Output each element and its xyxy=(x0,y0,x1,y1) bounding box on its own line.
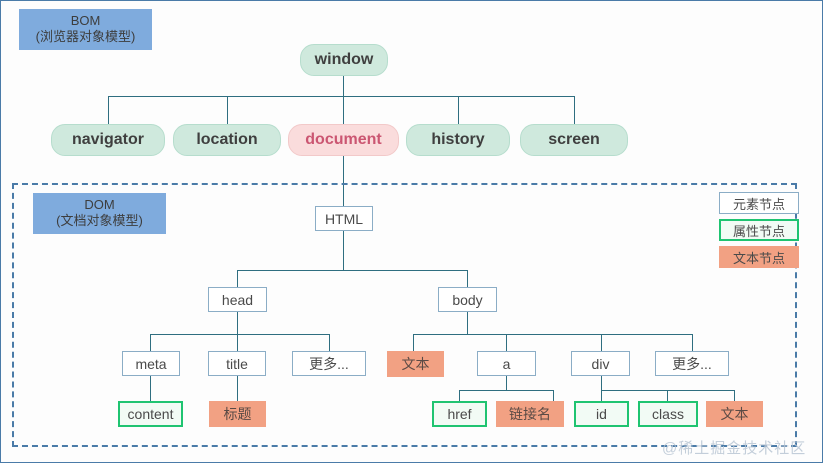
legend-attribute-node: 属性节点 xyxy=(719,219,799,241)
bom-node-document-label: document xyxy=(305,131,382,148)
dom-node-html-label: HTML xyxy=(324,210,364,227)
connector-html-bus xyxy=(237,270,468,271)
bom-node-screen[interactable]: screen xyxy=(520,124,628,156)
dom-node-div-text[interactable]: 文本 xyxy=(706,401,763,427)
bom-node-navigator-label: navigator xyxy=(71,131,144,148)
dom-node-html[interactable]: HTML xyxy=(315,206,373,231)
dom-node-div-text-label: 文本 xyxy=(720,406,749,422)
connector-to-screen xyxy=(574,96,575,124)
connector-to-class xyxy=(667,390,668,401)
connector-to-location xyxy=(227,96,228,124)
bom-node-location[interactable]: location xyxy=(173,124,281,156)
connector-title-to-text xyxy=(237,376,238,401)
dom-label-line1: DOM xyxy=(84,197,115,212)
connector-html-stem xyxy=(343,231,344,270)
bom-section-label: BOM (浏览器对象模型) xyxy=(19,9,152,50)
dom-node-body-label: body xyxy=(452,291,483,308)
dom-node-head-label: head xyxy=(221,291,254,308)
dom-node-a-label: a xyxy=(502,355,511,372)
connector-head-stem xyxy=(237,312,238,334)
dom-node-link-text[interactable]: 链接名 xyxy=(496,401,564,427)
connector-body-bus xyxy=(413,334,692,335)
connector-to-div-text xyxy=(734,390,735,401)
bom-node-window-label: window xyxy=(314,51,374,68)
dom-node-id-attribute[interactable]: id xyxy=(574,401,629,427)
legend-attribute-node-label: 属性节点 xyxy=(732,223,785,239)
bom-node-location-label: location xyxy=(196,131,258,148)
dom-node-head-more-label: 更多... xyxy=(309,355,349,372)
connector-to-head xyxy=(237,270,238,287)
connector-to-head-more xyxy=(329,334,330,351)
bom-node-window[interactable]: window xyxy=(300,44,388,76)
dom-node-title[interactable]: title xyxy=(208,351,266,376)
dom-node-href-attribute[interactable]: href xyxy=(432,401,487,427)
dom-label-line2: (文档对象模型) xyxy=(56,213,143,229)
watermark: @稀土掘金技术社区 xyxy=(662,440,807,457)
bom-node-history[interactable]: history xyxy=(406,124,510,156)
dom-node-head-more[interactable]: 更多... xyxy=(292,351,366,376)
bom-label-line1: BOM xyxy=(70,13,101,28)
connector-a-bus xyxy=(459,390,553,391)
dom-node-href-label: href xyxy=(447,406,472,422)
connector-div-stem xyxy=(601,376,602,390)
bom-node-screen-label: screen xyxy=(548,131,600,148)
dom-node-title-text-label: 标题 xyxy=(223,406,252,422)
connector-to-history xyxy=(458,96,459,124)
connector-to-a xyxy=(506,334,507,351)
connector-to-title xyxy=(237,334,238,351)
connector-to-body xyxy=(467,270,468,287)
bom-node-document[interactable]: document xyxy=(288,124,399,156)
connector-window-bus xyxy=(108,96,575,97)
dom-node-div-label: div xyxy=(591,355,610,372)
connector-to-div xyxy=(601,334,602,351)
connector-to-body-more xyxy=(692,334,693,351)
legend-element-node: 元素节点 xyxy=(719,192,799,214)
connector-to-id xyxy=(601,390,602,401)
dom-node-meta-label: meta xyxy=(135,355,167,372)
connector-to-href xyxy=(459,390,460,401)
legend-text-node-label: 文本节点 xyxy=(732,250,785,266)
dom-node-class-attribute[interactable]: class xyxy=(638,401,698,427)
connector-body-stem xyxy=(467,312,468,334)
dom-node-meta[interactable]: meta xyxy=(122,351,180,376)
dom-node-body-more[interactable]: 更多... xyxy=(655,351,729,376)
connector-to-document xyxy=(343,96,344,124)
bom-label-line2: (浏览器对象模型) xyxy=(35,29,136,45)
dom-node-a[interactable]: a xyxy=(477,351,536,376)
connector-to-meta xyxy=(150,334,151,351)
legend-element-node-label: 元素节点 xyxy=(732,196,785,212)
connector-a-stem xyxy=(506,376,507,390)
dom-node-body[interactable]: body xyxy=(438,287,497,312)
connector-to-navigator xyxy=(108,96,109,124)
connector-head-bus xyxy=(150,334,329,335)
dom-section-label: DOM (文档对象模型) xyxy=(33,193,166,234)
dom-node-body-text[interactable]: 文本 xyxy=(387,351,444,377)
dom-node-div[interactable]: div xyxy=(571,351,630,376)
dom-node-content-attribute[interactable]: content xyxy=(118,401,183,427)
connector-to-body-text xyxy=(413,334,414,351)
bom-node-history-label: history xyxy=(431,131,485,148)
connector-meta-to-content xyxy=(150,376,151,401)
dom-node-title-label: title xyxy=(226,355,248,372)
dom-node-title-text[interactable]: 标题 xyxy=(209,401,266,427)
dom-node-head[interactable]: head xyxy=(208,287,267,312)
dom-node-id-label: id xyxy=(596,406,607,422)
connector-document-to-html xyxy=(343,156,344,206)
legend-text-node: 文本节点 xyxy=(719,246,799,268)
dom-node-body-text-label: 文本 xyxy=(401,356,430,372)
connector-window-stem xyxy=(343,76,344,96)
bom-node-navigator[interactable]: navigator xyxy=(51,124,165,156)
dom-node-content-label: content xyxy=(127,406,174,422)
dom-node-body-more-label: 更多... xyxy=(672,355,712,372)
dom-node-class-label: class xyxy=(652,406,684,422)
connector-to-linkname xyxy=(553,390,554,401)
dom-node-link-text-label: 链接名 xyxy=(509,406,551,422)
